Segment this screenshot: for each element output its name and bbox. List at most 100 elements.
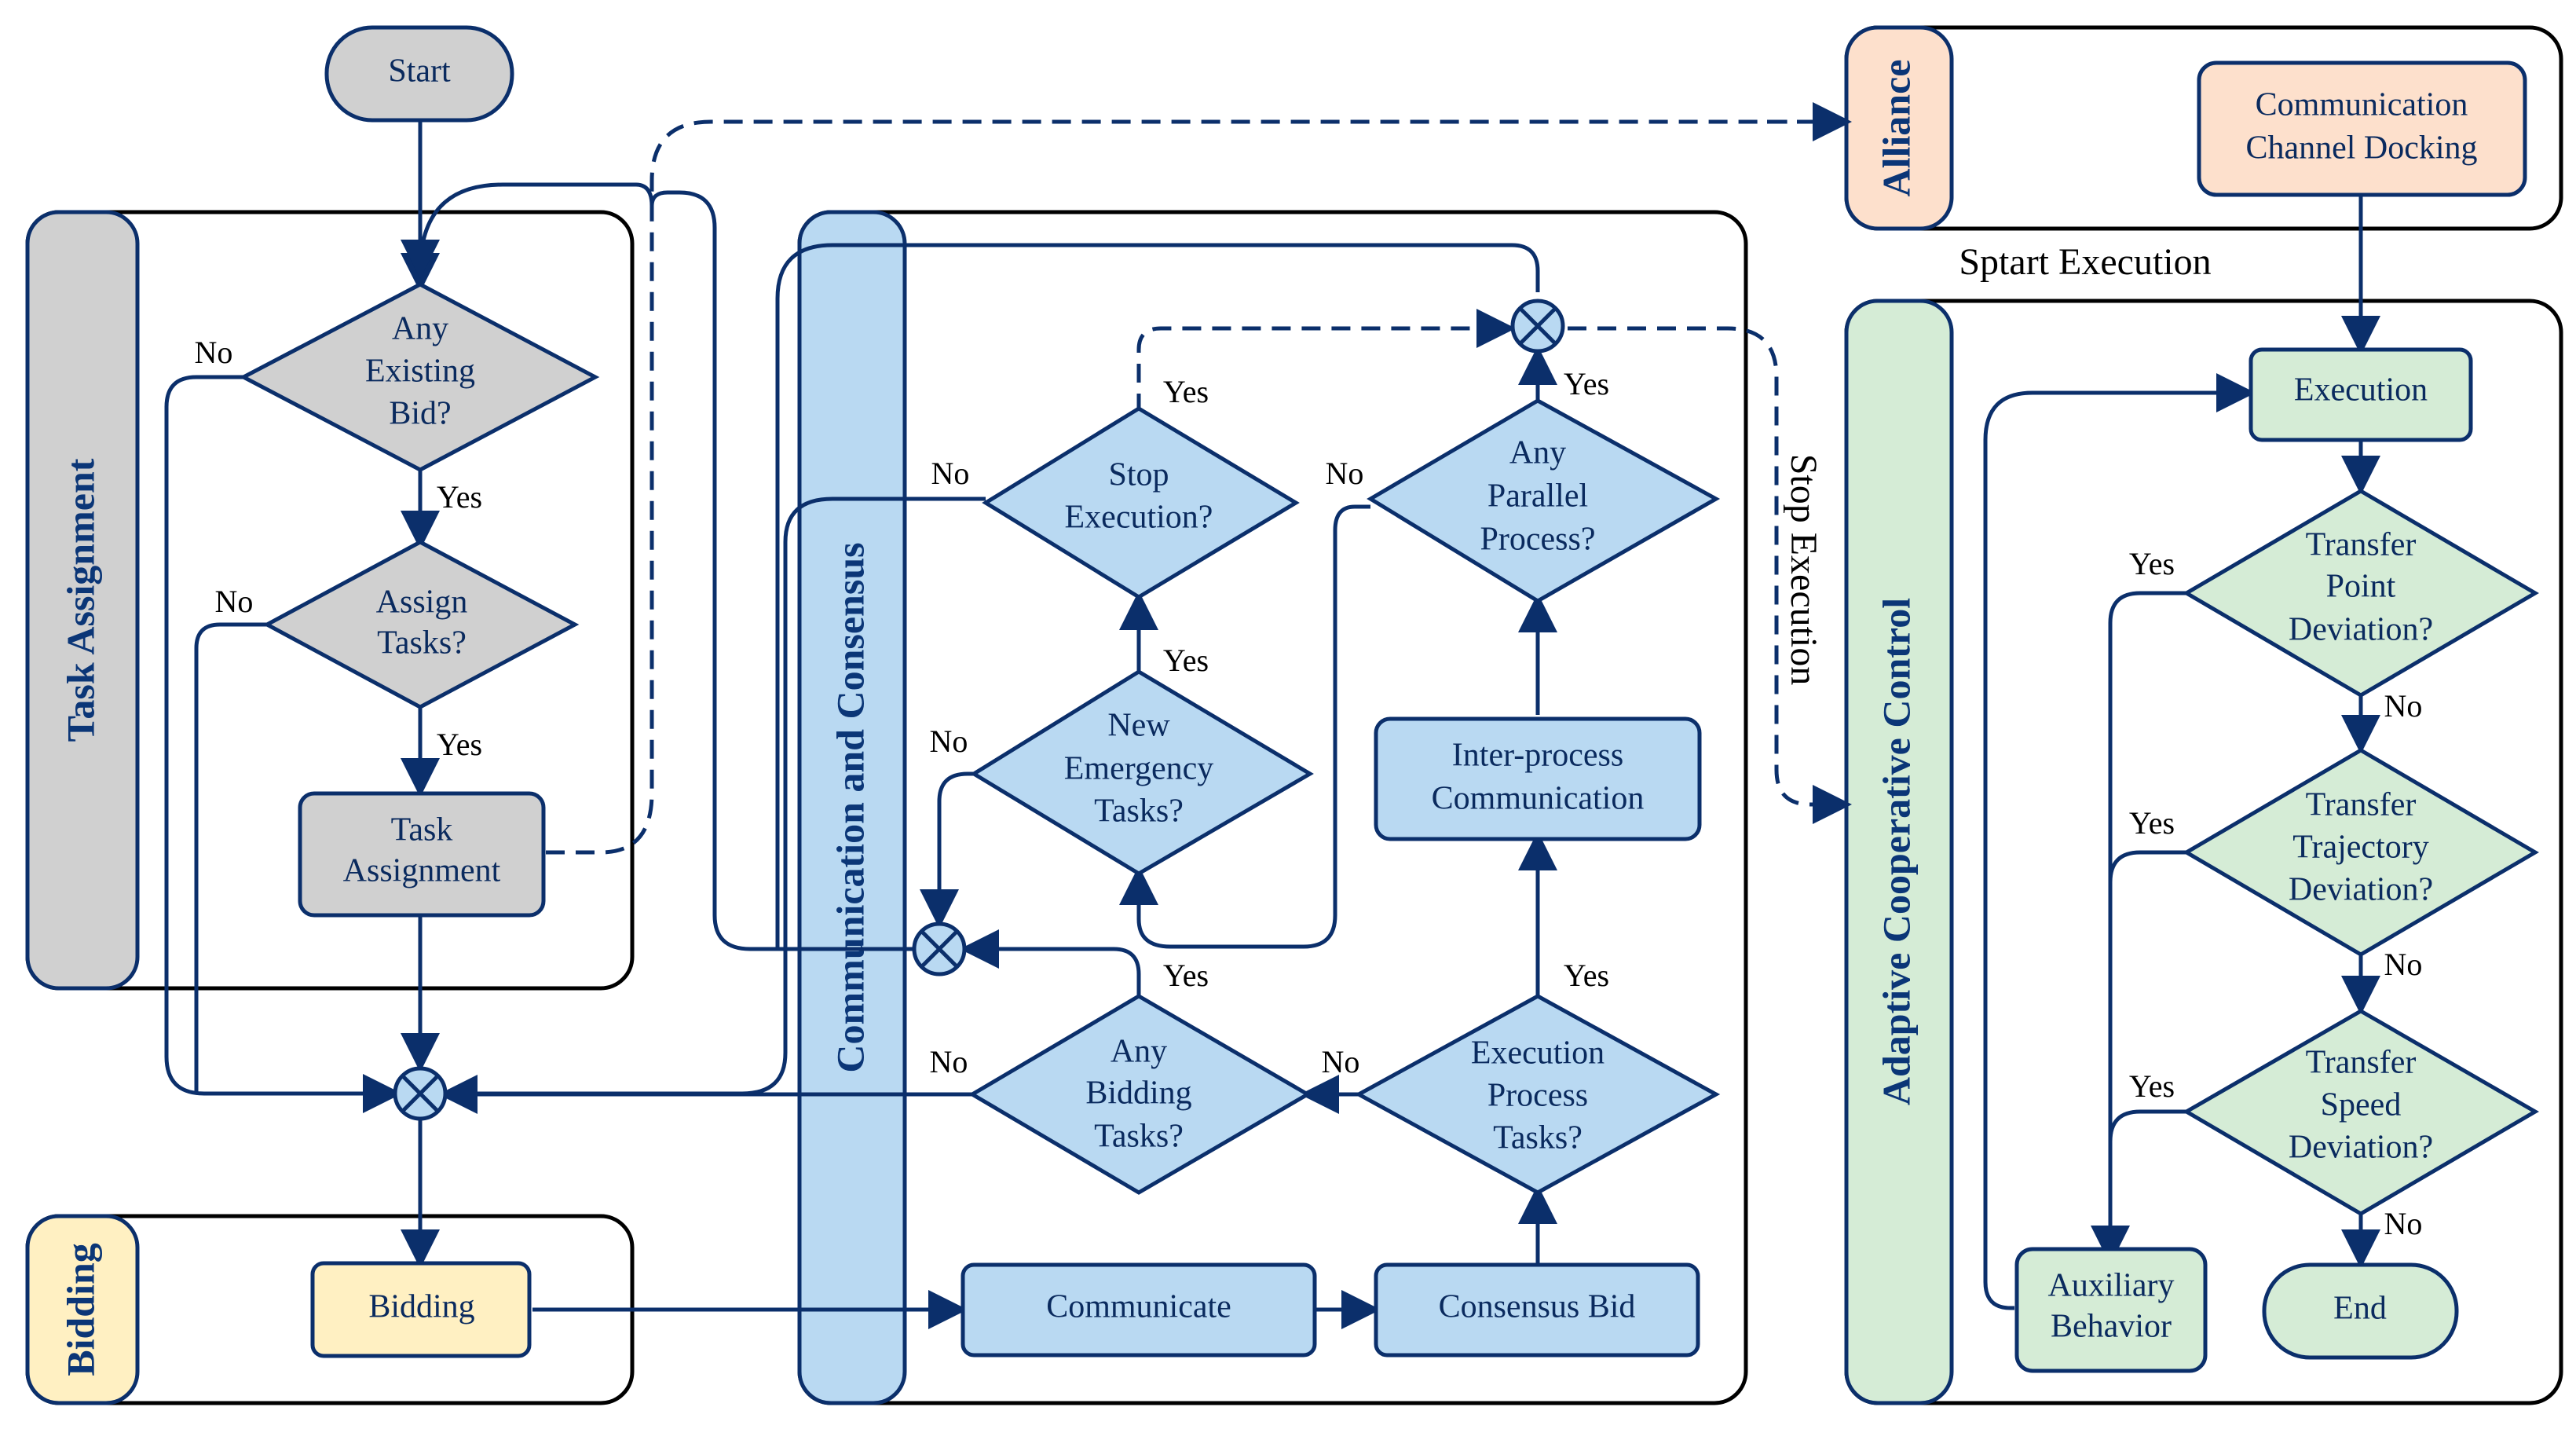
label-any-bidding-yes: Yes: [1163, 958, 1209, 993]
label-sptart-execution: Sptart Execution: [1959, 241, 2211, 283]
label-transfer-trajectory-yes: Yes: [2129, 805, 2175, 841]
consensus-bid-label: Consensus Bid: [1439, 1289, 1636, 1325]
inter-process-line-1: Inter-process: [1452, 738, 1623, 774]
label-execution-process-yes: Yes: [1564, 958, 1609, 993]
lane-adaptive: Adaptive Cooperative Control: [1844, 299, 2563, 1405]
lane-title-adaptive: Adaptive Cooperative Control: [1874, 598, 1918, 1105]
execution-process-line-1: Execution: [1471, 1035, 1605, 1072]
merge-junction-center: [912, 922, 967, 976]
transfer-speed-line-3: Deviation?: [2289, 1130, 2433, 1166]
label-assign-tasks-no: No: [215, 584, 254, 619]
assign-tasks-line-2: Tasks?: [377, 625, 467, 661]
auxiliary-line-2: Behavior: [2051, 1309, 2172, 1345]
comm-channel-line-1: Communication: [2256, 87, 2468, 123]
bidding-process: Bidding: [310, 1261, 532, 1358]
any-existing-bid-line-1: Any: [392, 311, 448, 347]
label-execution-process-no: No: [1322, 1044, 1360, 1079]
label-new-emergency-no: No: [930, 724, 968, 759]
end-label: End: [2333, 1291, 2387, 1327]
edge-labels: No Yes No Yes No Yes No Yes Yes No No Ye…: [195, 241, 2423, 1241]
bidding-label: Bidding: [368, 1289, 474, 1325]
auxiliary-line-1: Auxiliary: [2048, 1268, 2175, 1304]
any-existing-bid-decision: Any Existing Bid?: [239, 282, 600, 472]
any-existing-bid-line-2: Existing: [365, 354, 475, 390]
label-any-bidding-no: No: [930, 1044, 968, 1079]
any-parallel-process-decision: Any Parallel Process?: [1367, 398, 1721, 603]
any-existing-bid-line-3: Bid?: [389, 396, 451, 432]
lane-title-alliance: Alliance: [1874, 60, 1918, 197]
label-transfer-speed-yes: Yes: [2129, 1068, 2175, 1104]
label-stop-exec-yes: Yes: [1163, 374, 1209, 409]
stop-execution-line-2: Execution?: [1065, 500, 1213, 536]
new-emergency-line-1: New: [1107, 708, 1170, 744]
communicate-label: Communicate: [1046, 1289, 1231, 1325]
comm-channel-line-2: Channel Docking: [2245, 130, 2477, 167]
transfer-point-line-2: Point: [2326, 569, 2396, 605]
label-transfer-point-yes: Yes: [2129, 546, 2175, 581]
execution-process-tasks-decision: Execution Process Tasks?: [1354, 994, 1721, 1195]
merge-junction-top: [1510, 299, 1565, 354]
any-bidding-line-2: Bidding: [1085, 1075, 1191, 1112]
label-existing-bid-yes: Yes: [437, 479, 482, 515]
transfer-speed-deviation-decision: Transfer Speed Deviation?: [2183, 1009, 2539, 1216]
label-transfer-trajectory-no: No: [2384, 947, 2423, 982]
communication-channel-docking-process: Communication Channel Docking: [2197, 60, 2527, 197]
any-parallel-line-2: Parallel: [1487, 478, 1588, 515]
edges: [164, 102, 2380, 1329]
communicate-process: Communicate: [961, 1262, 1317, 1358]
transfer-speed-line-2: Speed: [2321, 1087, 2402, 1123]
any-parallel-line-1: Any: [1509, 435, 1566, 471]
new-emergency-line-3: Tasks?: [1094, 793, 1184, 830]
label-transfer-point-no: No: [2384, 688, 2423, 724]
transfer-point-line-1: Transfer: [2306, 527, 2417, 563]
stop-execution-line-1: Stop: [1108, 457, 1169, 493]
merge-junction-left: [393, 1066, 448, 1121]
new-emergency-line-2: Emergency: [1064, 751, 1213, 787]
lane-task-assignment: Task Assignment: [25, 210, 635, 991]
label-assign-tasks-yes: Yes: [437, 727, 482, 762]
new-emergency-tasks-decision: New Emergency Tasks?: [970, 669, 1314, 876]
label-any-parallel-yes: Yes: [1564, 366, 1609, 401]
execution-process-line-2: Process: [1487, 1078, 1588, 1114]
task-assignment-process: Task Assignment: [298, 791, 546, 918]
start-label: Start: [388, 53, 451, 90]
label-new-emergency-yes: Yes: [1163, 643, 1209, 678]
any-bidding-line-3: Tasks?: [1094, 1119, 1184, 1155]
lane-title-bidding: Bidding: [58, 1243, 102, 1376]
assign-tasks-line-1: Assign: [376, 584, 468, 621]
stop-execution-decision: Stop Execution?: [982, 406, 1300, 599]
task-assignment-line-1: Task: [391, 812, 453, 848]
label-transfer-speed-no: No: [2384, 1206, 2423, 1241]
transfer-trajectory-line-2: Trajectory: [2292, 830, 2428, 866]
transfer-point-deviation-decision: Transfer Point Deviation?: [2183, 489, 2539, 698]
lane-alliance: Alliance: [1844, 25, 2563, 231]
transfer-speed-line-1: Transfer: [2306, 1045, 2417, 1081]
transfer-trajectory-deviation-decision: Transfer Trajectory Deviation?: [2183, 748, 2539, 957]
execution-label: Execution: [2294, 372, 2428, 409]
any-parallel-line-3: Process?: [1480, 522, 1596, 558]
label-existing-bid-no: No: [195, 335, 233, 370]
execution-process: Execution: [2249, 347, 2473, 442]
auxiliary-behavior-process: Auxiliary Behavior: [2014, 1247, 2208, 1373]
lane-communication: Communication and Consensus: [797, 210, 1748, 1405]
end-node: End: [2262, 1262, 2459, 1360]
task-assignment-line-2: Assignment: [343, 853, 501, 889]
inter-process-line-2: Communication: [1432, 781, 1645, 817]
transfer-point-line-3: Deviation?: [2289, 612, 2433, 648]
lane-title-communication: Communication and Consensus: [828, 542, 872, 1072]
consensus-bid-process: Consensus Bid: [1374, 1262, 1700, 1358]
any-bidding-tasks-decision: Any Bidding Tasks?: [968, 994, 1312, 1195]
inter-process-communication-process: Inter-process Communication: [1374, 716, 1702, 841]
label-stop-exec-no: No: [931, 456, 970, 491]
label-stop-execution: Stop Execution: [1783, 454, 1824, 686]
transfer-trajectory-line-1: Transfer: [2306, 787, 2417, 823]
execution-process-line-3: Tasks?: [1493, 1120, 1583, 1156]
transfer-trajectory-line-3: Deviation?: [2289, 872, 2433, 908]
lane-title-task-assignment: Task Assignment: [58, 458, 102, 742]
assign-tasks-decision: Assign Tasks?: [262, 540, 580, 709]
start-node: Start: [324, 25, 514, 123]
lane-bidding: Bidding: [25, 1214, 635, 1405]
label-any-parallel-no: No: [1326, 456, 1364, 491]
any-bidding-line-1: Any: [1111, 1034, 1167, 1070]
